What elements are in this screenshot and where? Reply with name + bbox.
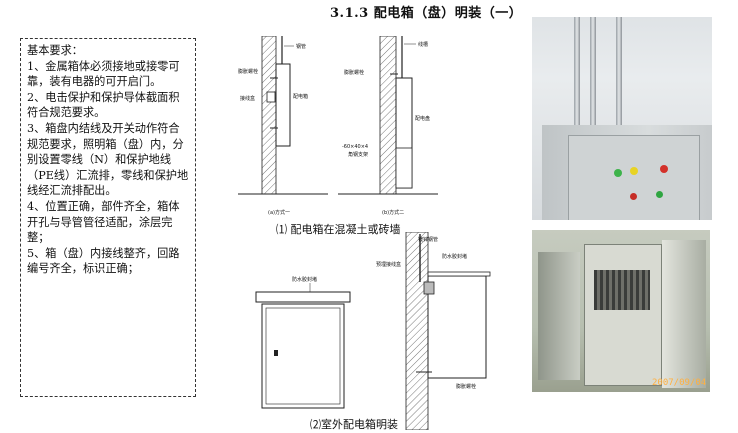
requirements-box: 基本要求： 1、金属箱体必须接地或接零可靠，装有电器的可开启门。 2、电击保护和… [20, 38, 196, 397]
caption-outdoor-box: ⑵室外配电箱明装 [310, 418, 398, 431]
wall-section [379, 36, 397, 195]
requirement-item-2: 2、电击保护和保护导体截面积符合规范要求。 [27, 90, 180, 120]
angle-steel-bracket [395, 147, 413, 189]
label-angle-steel-size: -60×40×4 [342, 144, 368, 150]
label-seal-section: 防水胶封堵 [442, 253, 467, 260]
indicator-light-green [614, 169, 622, 177]
label-distribution-box: 配电箱 [293, 93, 308, 100]
conduit-pipe [574, 17, 580, 125]
label-bolt-section: 膨胀螺栓 [456, 383, 476, 390]
box-rain-hood [255, 291, 351, 303]
page-title: 3.1.3 配电箱（盘）明装（一） [330, 6, 523, 21]
requirements-heading: 基本要求： [27, 44, 83, 57]
cabinet-left-door [538, 252, 580, 380]
distribution-box [275, 63, 291, 147]
indicator-light-yellow [630, 167, 638, 175]
conduit-pipe [590, 17, 596, 125]
label-galvanized-pipe: 镀锌钢管 [418, 236, 438, 243]
caption-method-two: (b)方式二 [382, 209, 404, 216]
requirement-item-1: 1、金属箱体必须接地或接零可靠，装有电器的可开启门。 [27, 59, 180, 89]
wall-section [261, 36, 277, 195]
conduit-pipe [616, 17, 622, 125]
diagram-outdoor-section: 镀锌钢管 预埋接线盒 防水胶封堵 膨胀螺栓 [376, 232, 491, 430]
embedded-junction-box [423, 281, 435, 295]
diagram-outdoor-box: 防水胶封堵 [255, 276, 351, 409]
label-expansion-bolt: 膨胀螺栓 [238, 68, 258, 75]
button-green [656, 191, 663, 198]
cabinet-door [568, 135, 700, 220]
label-embedded-box: 预埋接线盒 [376, 261, 401, 268]
caption-concrete-wall: ⑴ 配电箱在混凝土或砖墙 [276, 223, 401, 236]
diagram-method-two: 线槽 膨胀螺栓 配电盘 -60×40×4 角钢支架 (b)方式二 [338, 36, 438, 216]
label-angle-steel-bracket: 角钢支架 [348, 151, 368, 158]
requirement-item-4: 4、位置正确，部件齐全，箱体开孔与导管管径适配，涂层完整； [27, 199, 180, 245]
label-expansion-bolt-b: 膨胀螺栓 [344, 69, 364, 76]
cabinet-right-door [662, 240, 706, 388]
photo-open-box: 2007/09/04 [532, 230, 710, 392]
requirement-item-5: 5、箱（盘）内接线整齐，回路编号齐全，标识正确； [27, 246, 180, 276]
label-distribution-panel: 配电盘 [415, 115, 430, 122]
photo-timestamp: 2007/09/04 [652, 378, 707, 388]
requirement-item-3: 3、箱盘内结线及开关动作符合规范要求，照明箱（盘）内，分别设置零线（N）和保护地… [27, 121, 189, 198]
label-waterproof-seal: 防水胶封堵 [292, 276, 317, 283]
wiring-bundle [594, 270, 650, 310]
box-section [427, 275, 487, 379]
photo-closed-box [532, 17, 712, 220]
box-hood-section [427, 271, 491, 277]
junction-box [266, 91, 276, 103]
caption-method-one: (a)方式一 [268, 209, 290, 216]
indicator-light-red [660, 165, 668, 173]
button-red [630, 193, 637, 200]
cabinet-interior [584, 244, 662, 386]
label-junction-box: 接线盒 [240, 95, 255, 102]
door-frame [265, 307, 341, 405]
label-steel-pipe: 钢管 [296, 43, 306, 50]
door-lock [274, 350, 278, 356]
label-trunking: 线槽 [418, 41, 428, 48]
diagram-method-one: 钢管 膨胀螺栓 接线盒 配电箱 (a)方式一 [238, 36, 328, 216]
wall-section [405, 232, 429, 430]
